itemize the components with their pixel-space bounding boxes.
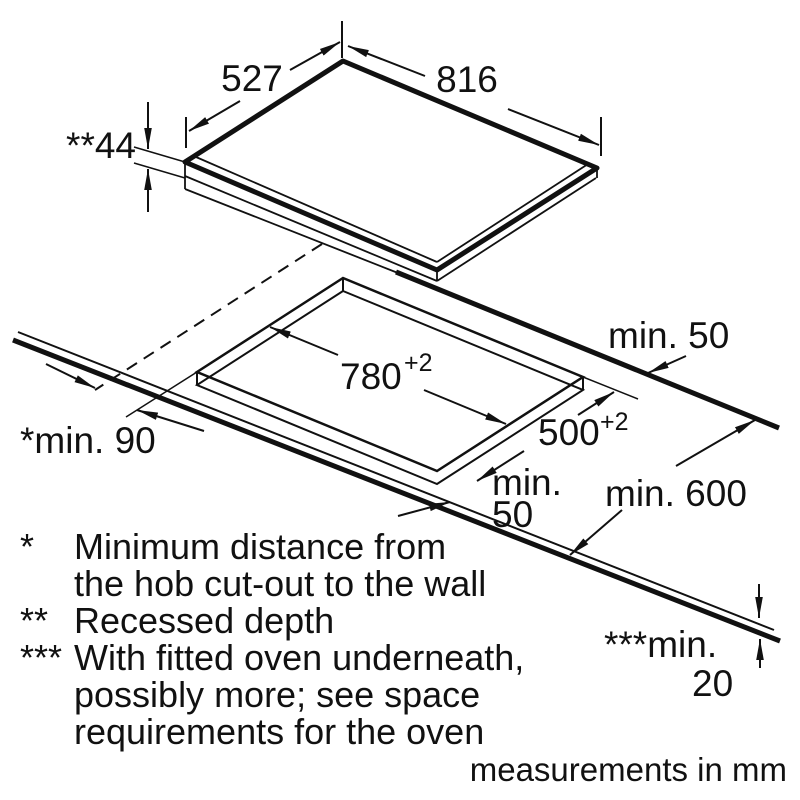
dim-90-arrow-b [136,409,205,432]
footnote-marker: * [20,526,34,567]
wall-clearance-label: *min. 90 [20,420,156,461]
front-clearance-label-min: min. [492,462,562,503]
footnote-text: possibly more; see space [74,674,480,715]
dim-780-line-a [269,326,339,356]
cutout-width-tolerance: +2 [600,408,629,436]
dimension-cutout-width-500: 500 +2 [476,391,629,482]
footnote-text: requirements for the oven [74,711,484,752]
leader-min50-front [397,501,451,517]
hob-depth-label: 527 [221,58,283,99]
footnote-marker: *** [20,637,62,678]
dimension-oven-clearance-20: ***min. 20 [604,584,764,704]
hob-width-label: 816 [436,59,498,100]
worktop-rear-edge [395,269,780,431]
dim-500-line-a [577,391,615,416]
dimension-front-clearance-50: min. 50 [397,462,562,535]
oven-clearance-value: 20 [692,663,733,704]
dimension-worktop-depth-600: min. 600 [569,419,756,556]
dim-816-line-a [347,45,426,77]
leader-min50-rear [647,355,687,374]
dim-780-line-b [423,389,507,425]
hob-bevel-left-line [195,156,438,263]
dimension-hob-depth-527: 527 [185,21,343,148]
cutout-outer-outline [194,276,586,473]
leader-min600-up [675,419,756,467]
cutout-width-label: 500 [538,412,600,453]
cutout-extension-right [582,376,639,400]
dim-90-arrow-a [45,363,96,389]
dim-816-line-b [507,108,600,146]
hob-bevel-right-line [436,163,589,263]
worktop-front-arris [17,331,775,631]
oven-clearance-label: ***min. [604,624,717,665]
footnote-text: With fitted oven underneath, [74,637,524,678]
dimension-hob-width-816: 816 [347,45,602,156]
dimension-rear-clearance-50: min. 50 [608,315,729,374]
footnote-text: the hob cut-out to the wall [74,563,486,604]
hob-side-right-edge [436,177,597,282]
leader-min600-down [569,509,623,556]
footnote-text: Recessed depth [74,600,334,641]
dim-527-line-b [289,41,341,71]
dim-44-extension-top [133,146,186,163]
dimension-wall-clearance-90: *min. 90 [20,363,205,461]
hob-top-view [182,58,600,282]
worktop-cutout [125,276,639,486]
footnotes: * Minimum distance from the hob cut-out … [20,526,524,752]
footnote-marker: ** [20,600,48,641]
rear-clearance-label: min. 50 [608,315,729,356]
hob-side-left-edge [184,175,438,282]
hob-projection-dashed-line [94,243,323,391]
units-note: measurements in mm [470,751,787,788]
worktop [12,243,781,644]
footnote-text: Minimum distance from [74,526,446,567]
dim-44-extension-bottom [133,162,186,179]
dim-527-line-a [188,100,241,132]
cutout-length-tolerance: +2 [404,349,433,377]
dimension-recessed-depth-44: **44 [66,102,186,212]
cutout-length-label: 780 [340,356,402,397]
worktop-front-edge [12,337,781,644]
dim-500-line-b [476,450,525,482]
dimension-cutout-length-780: 780 +2 [269,326,507,425]
worktop-depth-label: min. 600 [605,473,747,514]
cutout-inner-outline [194,289,586,486]
front-clearance-label-value: 50 [492,494,533,535]
hob-body-bottom-edge [184,188,399,274]
recessed-depth-label: **44 [66,125,136,166]
